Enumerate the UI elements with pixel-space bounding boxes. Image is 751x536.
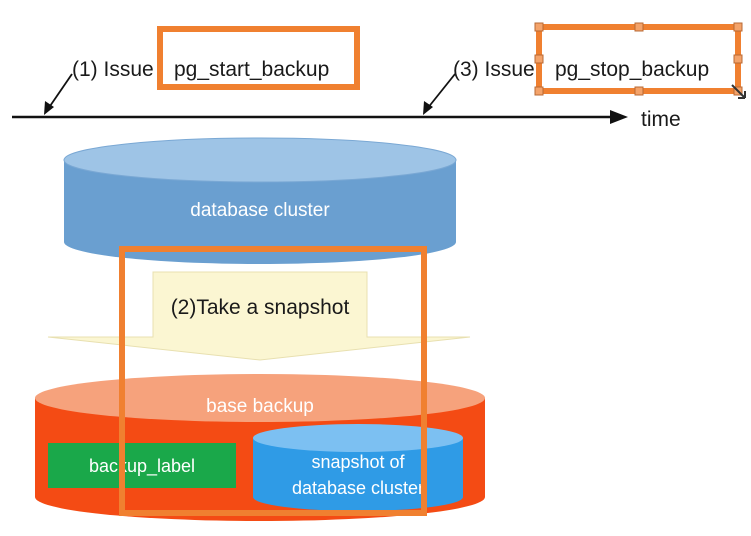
snapshot-of-line2: database cluster (292, 478, 424, 498)
database-cluster-label: database cluster (190, 200, 330, 221)
handle-top-left[interactable] (534, 22, 544, 32)
snapshot-highlight-box (119, 246, 427, 516)
database-cluster-cylinder (63, 137, 457, 264)
handle-middle-left[interactable] (534, 54, 544, 64)
handle-top-right[interactable] (733, 22, 743, 32)
handle-middle-right[interactable] (733, 54, 743, 64)
step1-command-label: pg_start_backup (174, 58, 329, 81)
base-backup-label: base backup (206, 396, 314, 417)
handle-bottom-middle[interactable] (634, 86, 644, 96)
time-axis-label: time (641, 108, 681, 131)
backup-label-block (48, 443, 236, 488)
step3-issue-label: (3) Issue (453, 58, 535, 81)
snapshot-arrow-label: (2)Take a snapshot (171, 296, 350, 319)
step3-command-label: pg_stop_backup (555, 58, 709, 81)
snapshot-arrow (47, 271, 471, 361)
resize-cursor-icon (731, 84, 746, 99)
step1-pointer-arrow (44, 73, 73, 115)
timeline-arrowhead (610, 110, 628, 124)
step3-pointer-arrow (423, 73, 456, 115)
snapshot-cylinder (253, 424, 463, 511)
handle-top-middle[interactable] (634, 22, 644, 32)
backup-label-text: backup_label (89, 456, 195, 477)
step1-issue-label: (1) Issue (72, 58, 154, 81)
snapshot-of-line1: snapshot of (311, 452, 405, 472)
handle-bottom-left[interactable] (534, 86, 544, 96)
step1-highlight-box (157, 26, 360, 90)
